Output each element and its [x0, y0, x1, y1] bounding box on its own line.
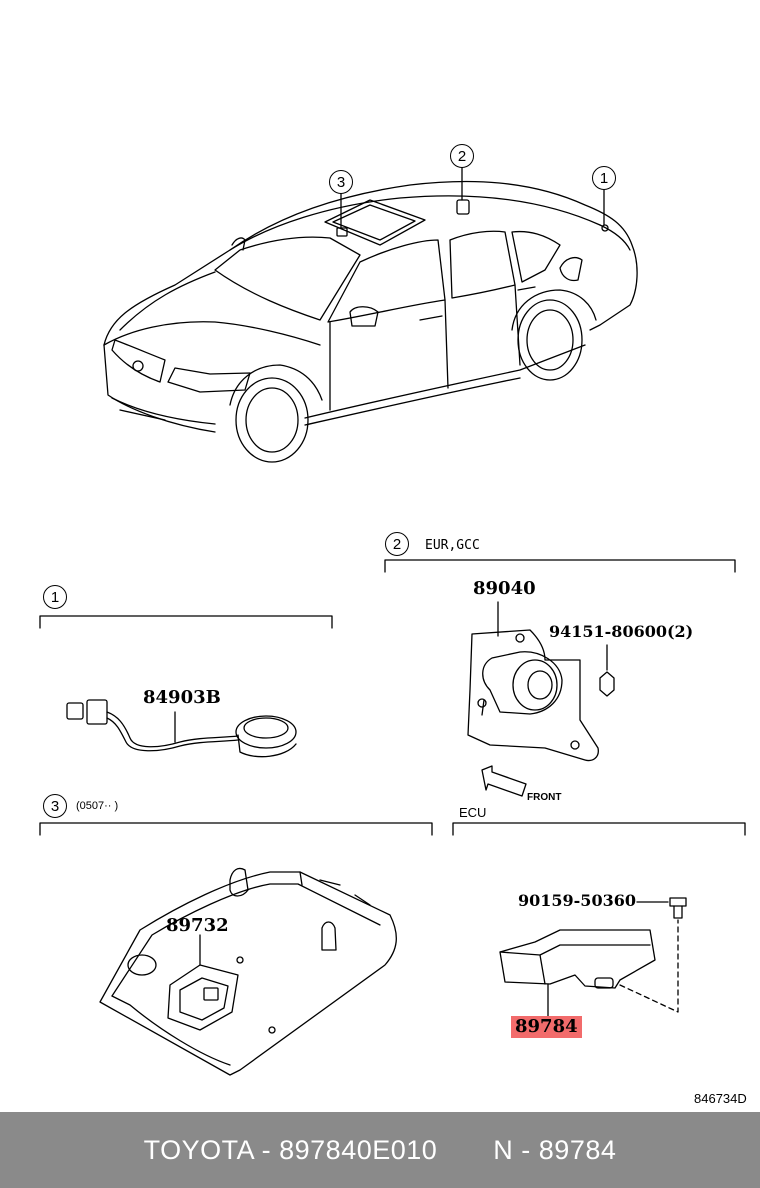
- part-89784-illustration: [499, 897, 687, 1017]
- ecu-section-label: ECU: [459, 805, 487, 820]
- callout-2: 2: [450, 144, 474, 168]
- section-2-badge: 2: [385, 532, 409, 556]
- part-84903B-illustration: [66, 699, 297, 758]
- footer-bar: TOYOTA - 897840E010 N - 89784: [0, 1112, 760, 1188]
- part-label-89732[interactable]: 89732: [166, 915, 229, 936]
- section-3-badge: 3: [43, 794, 67, 818]
- part-89732-illustration: [99, 867, 397, 1076]
- section-2-note: EUR,GCC: [425, 538, 480, 553]
- part-label-89040[interactable]: 89040: [473, 578, 536, 599]
- part-label-84903B[interactable]: 84903B: [143, 687, 221, 708]
- callout-3: 3: [329, 170, 353, 194]
- section-3-note: (0507·· ): [76, 800, 119, 812]
- footer-part-info: TOYOTA - 897840E010 N - 89784: [143, 1134, 617, 1165]
- car-illustration: [103, 167, 638, 463]
- section-brackets: [39, 559, 746, 836]
- part-label-89784-highlighted[interactable]: 89784: [511, 1016, 582, 1038]
- diagram-code: 846734D: [694, 1091, 747, 1106]
- part-label-94151-80600[interactable]: 94151-80600(2): [549, 622, 694, 641]
- part-label-90159-50360[interactable]: 90159-50360: [518, 891, 636, 910]
- callout-1: 1: [592, 166, 616, 190]
- front-direction-label: FRONT: [527, 792, 562, 803]
- section-1-badge: 1: [43, 585, 67, 609]
- part-89040-illustration: [467, 601, 615, 797]
